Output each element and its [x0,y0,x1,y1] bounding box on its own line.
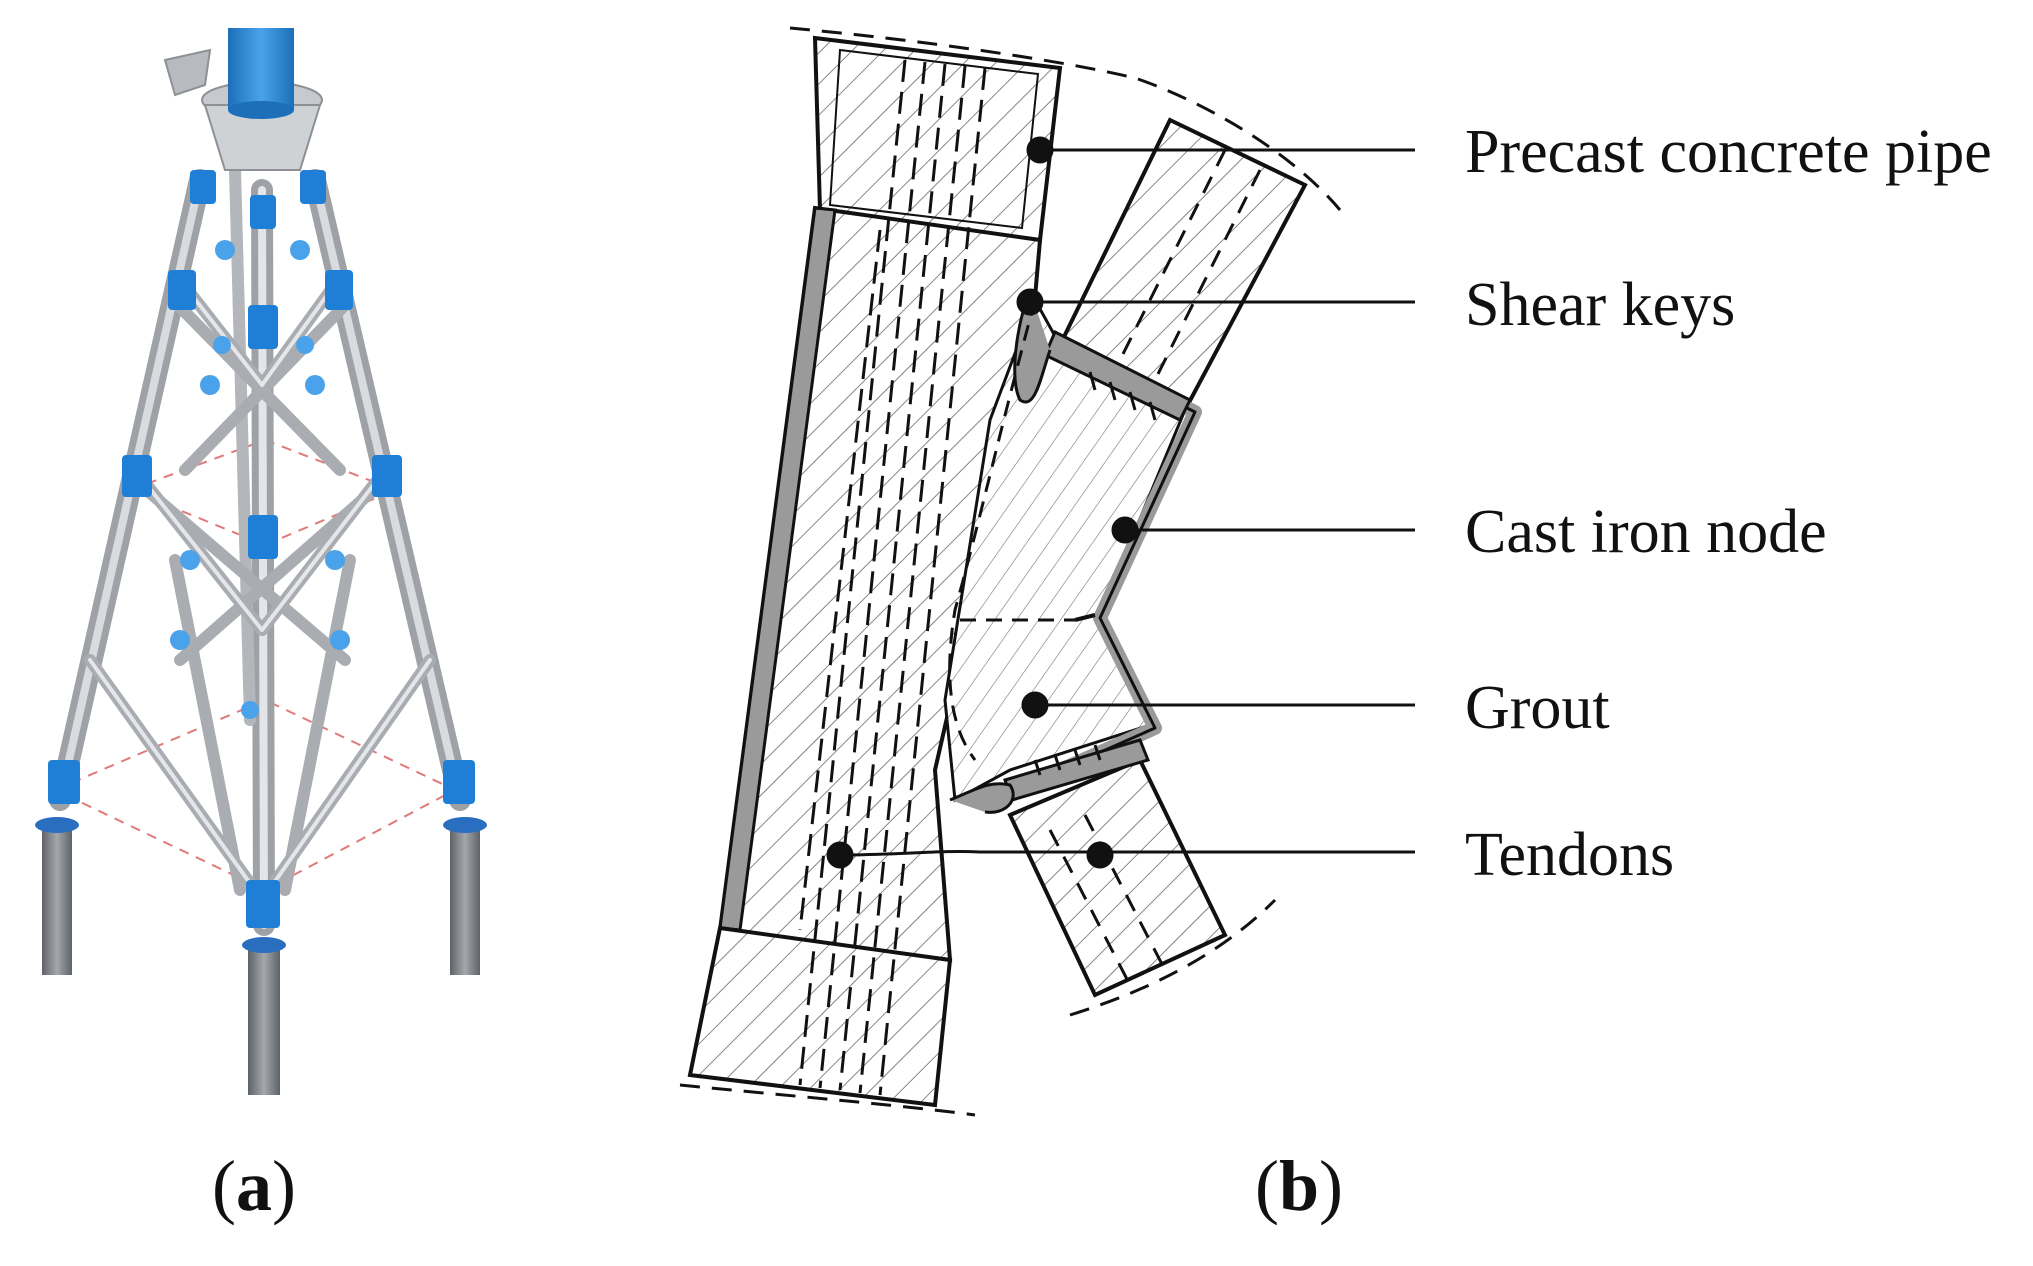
node [48,760,80,804]
node [190,170,216,204]
node [250,195,276,229]
tendon-duct-dashed [948,299,1037,761]
label-precast-concrete-pipe: Precast concrete pipe [1465,118,1992,186]
node [122,455,152,497]
pile-front [248,945,280,1095]
lower-brace-section [1007,757,1277,1017]
node [372,455,402,497]
label-grout: Grout [1465,674,1610,742]
pile-right [450,825,480,975]
callout-leaders [826,136,1415,869]
cast-iron-nodes-3d [48,170,475,928]
piles [35,817,487,1095]
x-braces-highlights [88,278,432,902]
node [168,270,196,310]
node [246,880,280,928]
upper-brace-section [1057,117,1308,413]
node [300,170,326,204]
callout-labels: Precast concrete pipe Shear keys Cast ir… [1465,118,1992,889]
panel-b-section-drawing: Precast concrete pipe Shear keys Cast ir… [679,26,1992,1117]
label-shear-keys: Shear keys [1465,271,1735,339]
break-line-top [789,26,1342,211]
panel-a-jacket-illustration [35,28,487,1095]
transition-piece [163,28,323,171]
break-line-bottom [679,1083,976,1117]
leader-dot-tendons-brace [1086,841,1114,869]
shear-key-contour [1013,289,1052,404]
tower-base [228,28,294,110]
pile-left [42,825,72,975]
panel-label-a: (a) [212,1146,296,1226]
node [325,270,353,310]
main-pipe-section [679,26,1342,1117]
node [248,305,278,349]
label-cast-iron-node: Cast iron node [1465,498,1827,566]
cast-iron-node-section [943,289,1202,814]
label-tendons: Tendons [1465,821,1674,889]
lower-pipe-segment [687,925,953,1108]
node [248,515,278,559]
node [443,760,475,804]
panel-label-b: (b) [1255,1146,1343,1226]
tendons-dashed [798,59,987,1096]
